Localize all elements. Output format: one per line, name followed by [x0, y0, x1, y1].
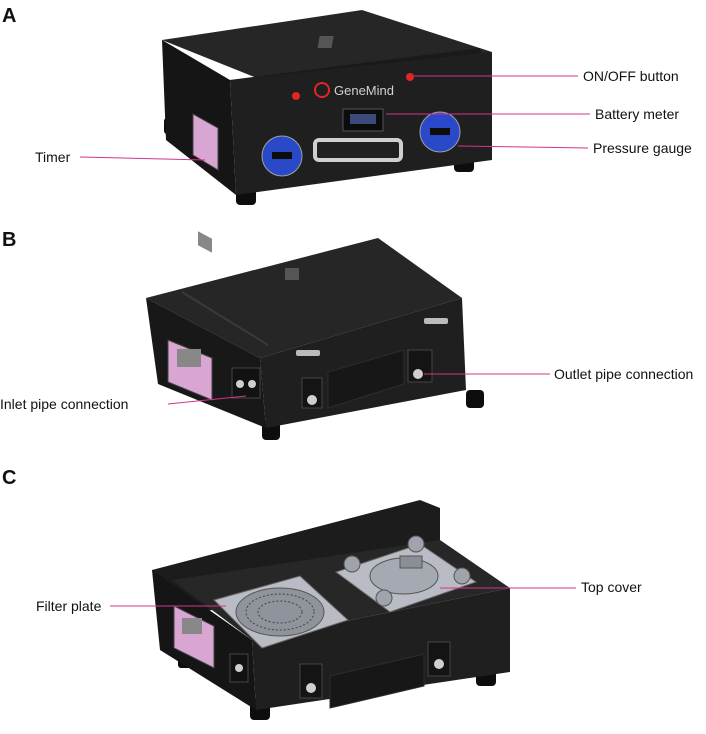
genemind-logo-icon — [314, 82, 330, 98]
battery-meter-label: Battery meter — [595, 106, 679, 122]
filter-plate-label: Filter plate — [36, 598, 102, 614]
timer-display — [182, 618, 202, 634]
gauge-slot — [430, 128, 450, 135]
vent-graphic — [424, 318, 448, 324]
device-top — [162, 10, 492, 92]
on-off-button-label: ON/OFF button — [583, 68, 679, 84]
on-off-button-graphic — [406, 73, 414, 81]
pipe-port-panel — [299, 663, 323, 699]
timer-label: Timer — [35, 149, 71, 165]
top-cover-port — [399, 555, 423, 569]
inlet-pipe-connection-label: Inlet pipe connection — [0, 396, 128, 412]
device-a-illustration: GeneMind — [162, 10, 492, 253]
foot — [466, 390, 484, 408]
vent-graphic — [296, 350, 320, 356]
thumb-screw — [343, 555, 361, 573]
leader-line — [457, 145, 589, 149]
panel-b-letter: B — [2, 229, 16, 251]
thumb-screw — [453, 567, 471, 585]
device-b-illustration — [146, 238, 484, 440]
handle-graphic — [313, 138, 403, 162]
top-cover-label: Top cover — [581, 579, 642, 595]
outlet-pipe-connection-label: Outlet pipe connection — [554, 366, 693, 382]
panel-a-letter: A — [2, 5, 16, 27]
logo-badge — [285, 268, 299, 280]
thumb-screw — [407, 535, 425, 553]
pressure-gauge-label: Pressure gauge — [593, 140, 692, 156]
pipe-connector-graphic — [307, 395, 317, 405]
timer-graphic — [192, 113, 219, 171]
device-top — [146, 238, 462, 358]
filter-mesh-ring — [257, 600, 303, 624]
inlet-connector-graphic — [248, 380, 256, 388]
pipe-connector-graphic — [306, 683, 316, 693]
top-seam — [181, 291, 269, 346]
pipe-port-panel — [301, 377, 323, 409]
filter-mesh-graphic — [235, 587, 325, 637]
panel-c: C — [2, 467, 642, 720]
indicator-light — [292, 92, 300, 100]
gauge-slot — [272, 152, 292, 159]
battery-meter-screen — [350, 114, 376, 124]
thumb-screw — [375, 589, 393, 607]
brand-logo-text: GeneMind — [334, 83, 394, 98]
panel-c-letter: C — [2, 467, 16, 489]
outlet-connector-graphic — [413, 369, 423, 379]
recessed-bay — [329, 653, 425, 709]
filter-mesh-ring — [245, 593, 315, 631]
inlet-connector-graphic — [235, 664, 243, 672]
timer-display — [198, 231, 212, 253]
leader-line — [167, 395, 247, 405]
leader-line — [79, 156, 206, 161]
logo-badge — [317, 36, 334, 48]
inlet-connector-graphic — [236, 380, 244, 388]
device-c-illustration — [152, 500, 510, 720]
pipe-connector-graphic — [434, 659, 444, 669]
panel-a: A GeneMind — [2, 5, 692, 253]
recessed-bay — [327, 349, 405, 409]
timer-display — [177, 349, 201, 367]
panel-b: B — [0, 229, 693, 440]
